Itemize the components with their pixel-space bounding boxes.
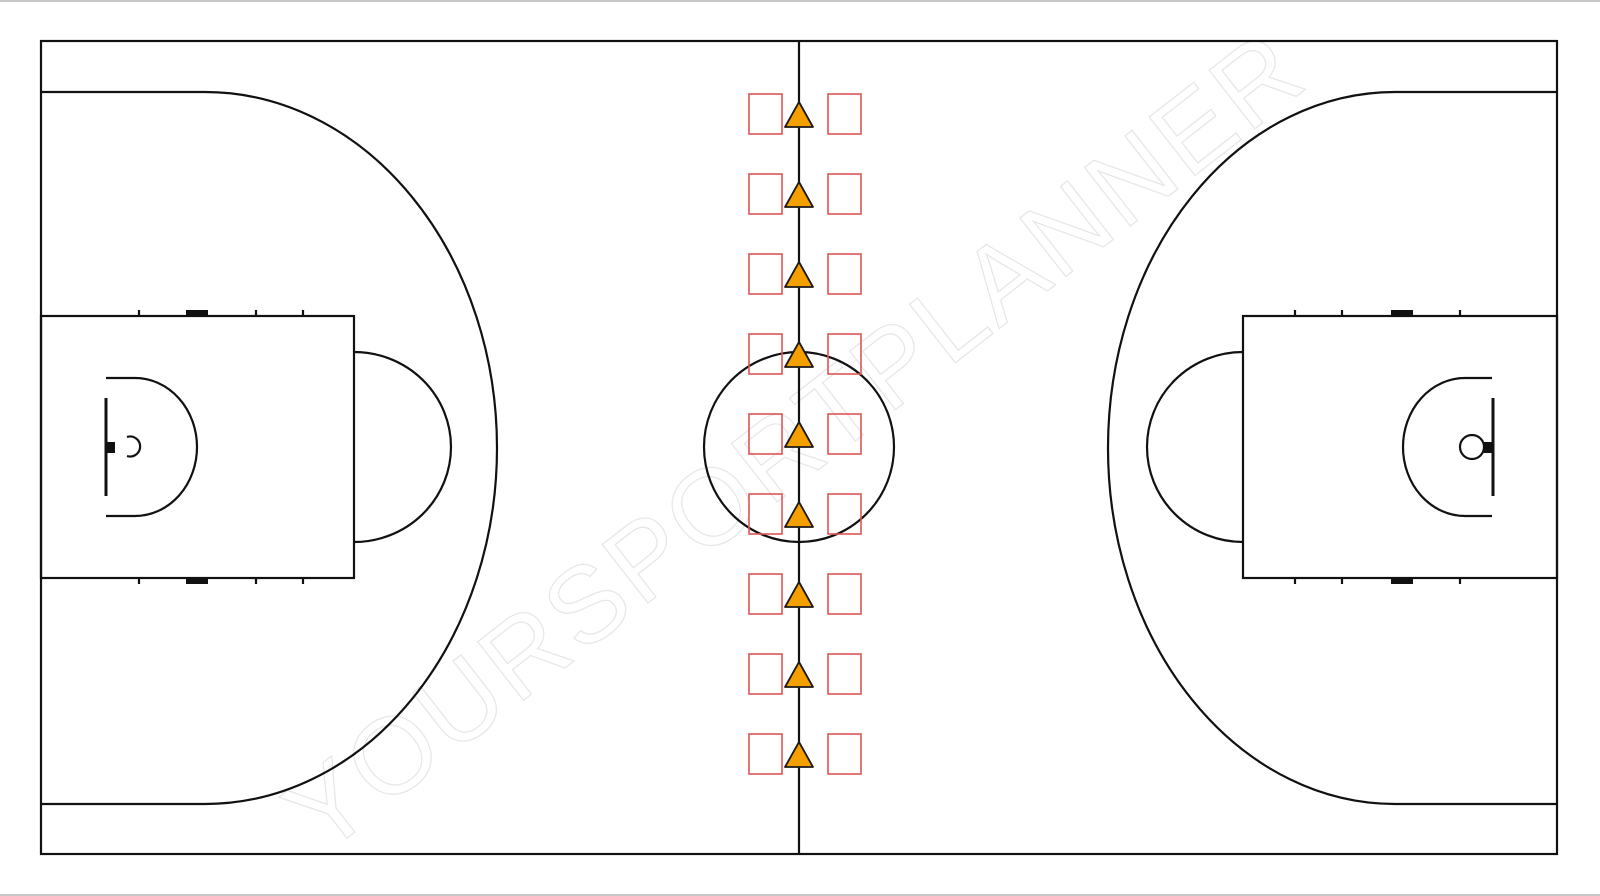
- left-three-point-line: [41, 90, 499, 806]
- right-half: [1106, 90, 1559, 806]
- cone-icon[interactable]: [784, 421, 814, 448]
- square-marker-icon[interactable]: [748, 653, 783, 695]
- square-marker-icon[interactable]: [748, 733, 783, 775]
- square-marker-icon[interactable]: [748, 333, 783, 375]
- cone-icon[interactable]: [784, 341, 814, 368]
- square-marker-icon[interactable]: [827, 93, 862, 135]
- right-key: [1241, 314, 1559, 580]
- cone-icon[interactable]: [784, 581, 814, 608]
- cone-icon[interactable]: [784, 661, 814, 688]
- square-marker-icon[interactable]: [748, 173, 783, 215]
- right-lane-block: [1391, 310, 1413, 316]
- right-restricted-area: [1401, 376, 1492, 518]
- right-rim-connector: [1484, 442, 1493, 453]
- left-rim-connector: [106, 442, 115, 453]
- square-marker-icon[interactable]: [827, 733, 862, 775]
- left-half: [39, 90, 499, 806]
- square-marker-icon[interactable]: [827, 333, 862, 375]
- square-marker-icon[interactable]: [827, 413, 862, 455]
- left-lane-block: [186, 310, 208, 316]
- square-marker-icon[interactable]: [827, 573, 862, 615]
- right-three-point-line: [1106, 90, 1557, 806]
- right-lane-block: [1391, 578, 1413, 584]
- cone-icon[interactable]: [784, 181, 814, 208]
- square-marker-icon[interactable]: [827, 253, 862, 295]
- square-marker-icon[interactable]: [827, 493, 862, 535]
- cone-icon[interactable]: [784, 261, 814, 288]
- square-marker-icon[interactable]: [748, 93, 783, 135]
- square-marker-icon[interactable]: [748, 493, 783, 535]
- cone-icon[interactable]: [784, 501, 814, 528]
- cone-icon[interactable]: [784, 741, 814, 768]
- square-marker-icon[interactable]: [748, 573, 783, 615]
- square-marker-icon[interactable]: [748, 253, 783, 295]
- left-free-throw-circle: [353, 350, 453, 544]
- square-marker-icon[interactable]: [827, 173, 862, 215]
- square-marker-icon[interactable]: [827, 653, 862, 695]
- right-hoop: [1458, 433, 1486, 461]
- drill-layer: [748, 93, 862, 775]
- left-restricted-area: [106, 376, 199, 518]
- right-free-throw-circle: [1145, 350, 1244, 544]
- square-marker-icon[interactable]: [748, 413, 783, 455]
- left-hoop: [126, 435, 142, 458]
- court-lines: [39, 39, 1559, 856]
- left-lane-block: [186, 578, 208, 584]
- cone-icon[interactable]: [784, 101, 814, 128]
